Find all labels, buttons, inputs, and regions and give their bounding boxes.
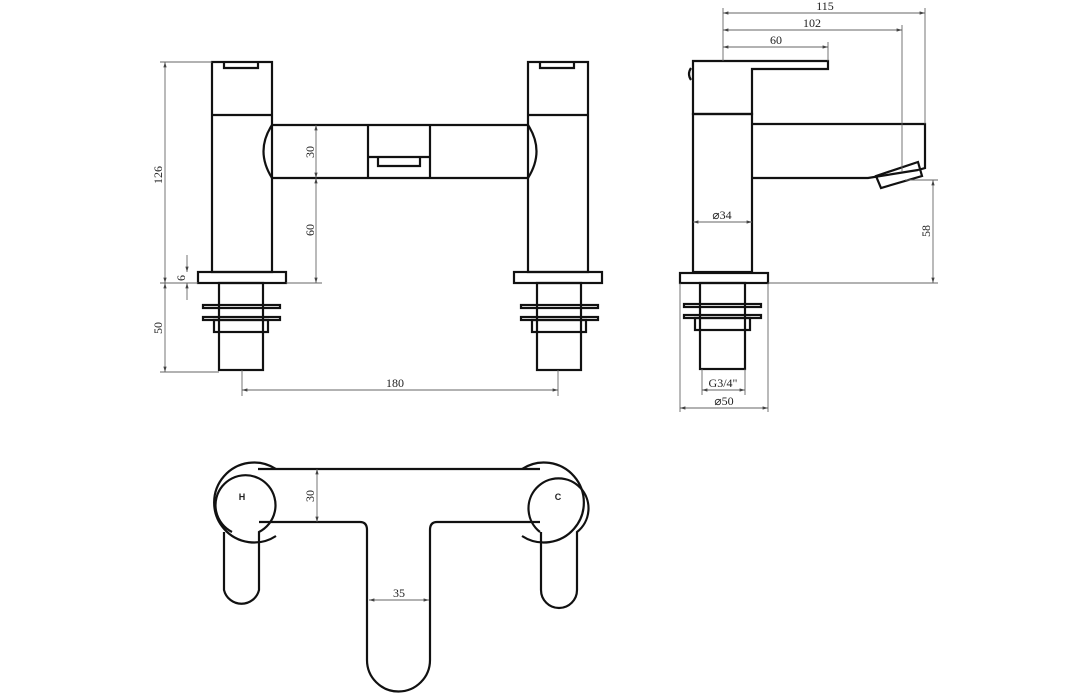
front-dimensions: 126 50 6 30 60 180: [151, 61, 559, 396]
dim-115: 115: [816, 0, 834, 13]
dim-30: 30: [303, 146, 317, 158]
dim-102: 102: [803, 16, 821, 30]
side-view: 115 102 60 ⌀34 58 G3/4" ⌀50: [678, 0, 938, 412]
side-dimensions: 115 102 60 ⌀34 58 G3/4" ⌀50: [679, 0, 938, 412]
dim-50: 50: [151, 322, 165, 334]
right-pillar: [512, 60, 604, 372]
hot-label: H: [239, 492, 246, 502]
dim-thread: G3/4": [709, 376, 738, 390]
left-pillar: [196, 60, 288, 372]
dim-diameter-34: ⌀34: [712, 208, 731, 222]
dim-180: 180: [386, 376, 404, 390]
dim-58: 58: [919, 225, 933, 237]
dim-60-handle: 60: [770, 33, 782, 47]
dim-diameter-50: ⌀50: [714, 394, 733, 408]
dim-6: 6: [174, 275, 188, 281]
dim-60: 60: [303, 224, 317, 236]
bridge-spout: [262, 123, 538, 180]
cold-label: C: [555, 492, 562, 502]
front-view: 126 50 6 30 60 180: [151, 60, 604, 396]
dim-35: 35: [393, 586, 405, 600]
dim-126: 126: [151, 166, 165, 184]
top-view: H C 30 35: [213, 461, 590, 693]
dim-30-top: 30: [303, 490, 317, 502]
